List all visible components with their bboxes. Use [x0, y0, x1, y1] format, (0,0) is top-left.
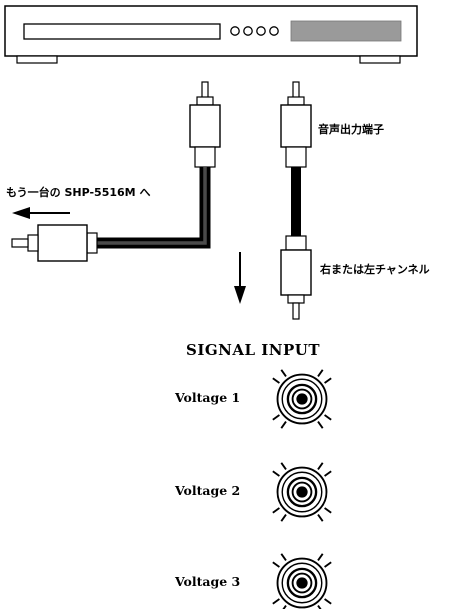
cable-right: [291, 167, 301, 236]
input-row-1: Voltage 1: [174, 368, 333, 430]
player-device: [4, 5, 418, 64]
cable-left: [97, 167, 211, 249]
signal-input-title: SIGNAL INPUT: [186, 341, 320, 359]
label-audio-output: 音声出力端子: [318, 122, 384, 136]
arrow-left-icon: [12, 207, 70, 219]
rca-jack-socket-icon[interactable]: [271, 552, 333, 609]
label-channel: 右または左チャンネル: [319, 262, 430, 276]
input-label: Voltage 2: [174, 483, 240, 498]
arrow-down-icon: [234, 252, 246, 304]
input-row-2: Voltage 2: [174, 461, 333, 523]
rca-plug-horizontal: [11, 224, 98, 262]
label-to-another-unit: もう一台の SHP-5516M へ: [6, 185, 150, 199]
rca-plug-right-top: [280, 81, 312, 168]
input-row-3: Voltage 3: [174, 552, 333, 609]
device-buttons: [230, 26, 279, 36]
display-panel: [290, 20, 402, 42]
rca-plug-right-bottom: [280, 235, 312, 320]
rca-jack-socket-icon[interactable]: [271, 368, 333, 430]
input-label: Voltage 1: [174, 390, 240, 405]
rca-jack-socket-icon[interactable]: [271, 461, 333, 523]
input-label: Voltage 3: [174, 574, 240, 589]
rca-plug-left-top: [189, 81, 221, 168]
